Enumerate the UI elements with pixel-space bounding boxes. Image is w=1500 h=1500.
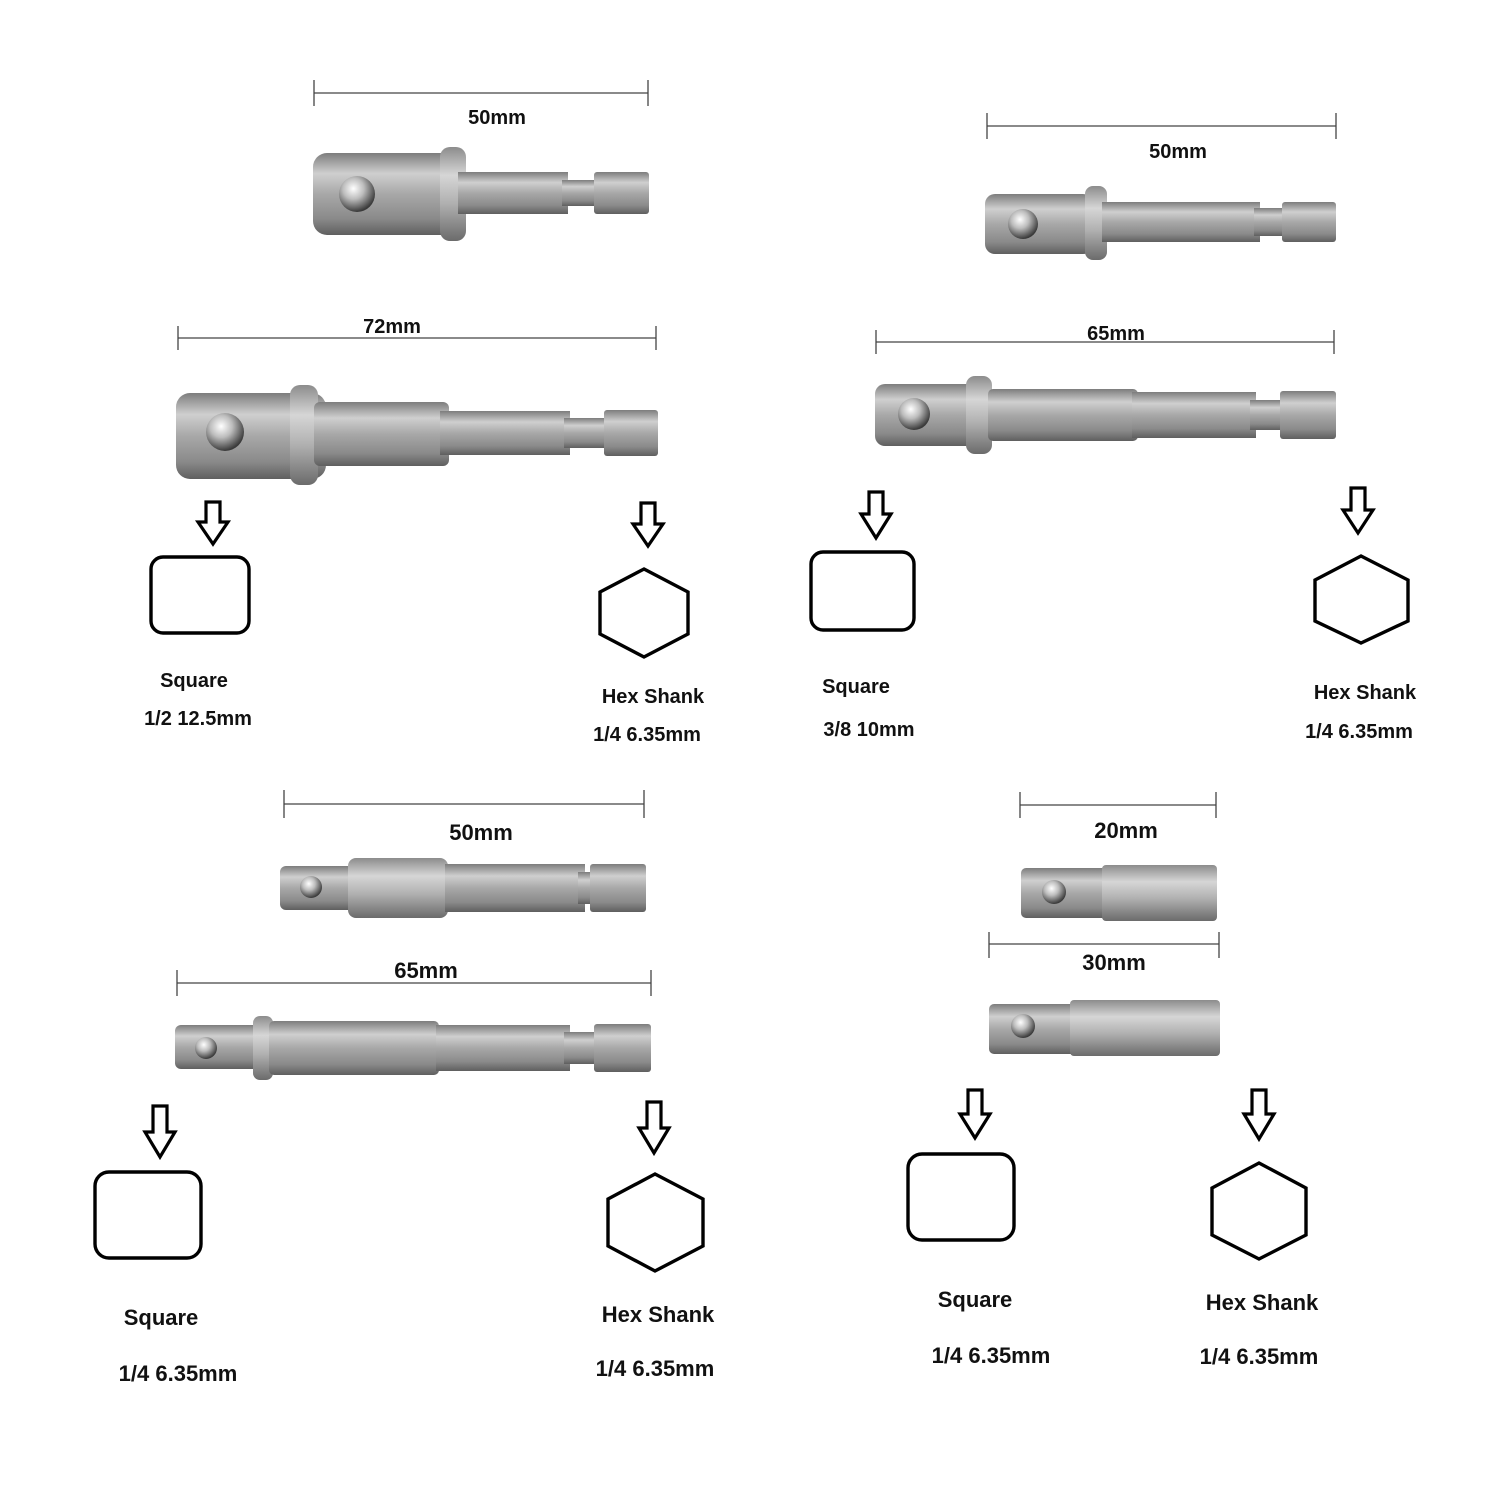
socket-adapter	[985, 186, 1336, 260]
length-label: 50mm	[468, 107, 526, 129]
panel-bottom-left: 50mm 65mm Squa	[93, 790, 715, 1386]
length-label: 65mm	[394, 958, 458, 983]
hex-label: Hex Shank	[602, 1302, 715, 1327]
detent-ball	[206, 413, 244, 451]
dimension-line	[1019, 792, 1217, 818]
detent-ball	[300, 876, 322, 898]
socket-adapter	[875, 376, 1336, 454]
detent-ball	[1008, 209, 1038, 239]
dimension-line	[176, 970, 652, 996]
hex-size: 1/4 6.35mm	[593, 724, 701, 746]
hex-label: Hex Shank	[602, 686, 705, 708]
arrow-down-icon	[636, 1100, 672, 1157]
arrow-down-icon	[629, 501, 667, 549]
arrow-down-icon	[1340, 486, 1376, 536]
square-size: 1/4 6.35mm	[119, 1361, 238, 1386]
hex-shank-profile	[1210, 1161, 1308, 1261]
panel-top-left: 50mm 72mm	[144, 80, 705, 746]
socket-adapter	[176, 385, 658, 485]
dimension-line	[875, 330, 1335, 354]
square-label: Square	[124, 1305, 199, 1330]
square-label: Square	[938, 1287, 1013, 1312]
length-label: 50mm	[1149, 141, 1207, 163]
square-drive-profile	[906, 1152, 1016, 1242]
hex-size: 1/4 6.35mm	[1305, 721, 1413, 743]
dimension-line	[988, 932, 1220, 958]
length-label: 50mm	[449, 820, 513, 845]
detent-ball	[1011, 1014, 1035, 1038]
square-drive-profile	[93, 1170, 203, 1260]
detent-ball	[898, 398, 930, 430]
socket-adapter	[280, 858, 646, 918]
square-size: 1/2 12.5mm	[144, 708, 252, 730]
length-label: 72mm	[363, 316, 421, 338]
arrow-down-icon	[957, 1088, 993, 1142]
hex-shank-profile	[1313, 554, 1410, 645]
length-label: 30mm	[1082, 950, 1146, 975]
hex-label: Hex Shank	[1314, 682, 1417, 704]
dimension-line	[283, 790, 645, 818]
arrow-down-icon	[142, 1104, 178, 1161]
detent-ball	[1042, 880, 1066, 904]
square-drive-profile	[809, 550, 916, 632]
dimension-line	[313, 80, 649, 106]
square-label: Square	[160, 670, 228, 692]
square-size: 3/8 10mm	[823, 719, 914, 741]
detent-ball	[195, 1037, 217, 1059]
hex-size: 1/4 6.35mm	[596, 1356, 715, 1381]
arrow-down-icon	[858, 490, 894, 542]
panel-bottom-right: 20mm 30mm Square 1/4 6.35mm Hex Shank 1/…	[906, 792, 1319, 1369]
hex-label: Hex Shank	[1206, 1290, 1319, 1315]
square-size: 1/4 6.35mm	[932, 1343, 1051, 1368]
detent-ball	[339, 176, 375, 212]
length-label: 20mm	[1094, 818, 1158, 843]
socket-adapter	[989, 1000, 1220, 1056]
square-drive-profile	[149, 555, 251, 635]
socket-adapter	[313, 147, 649, 241]
dimension-line	[177, 326, 657, 350]
hex-shank-profile	[606, 1172, 705, 1273]
arrow-down-icon	[194, 500, 232, 547]
socket-adapter	[1021, 865, 1217, 921]
arrow-down-icon	[1241, 1088, 1277, 1143]
hex-shank-profile	[598, 567, 690, 659]
square-label: Square	[822, 676, 890, 698]
length-label: 65mm	[1087, 323, 1145, 345]
socket-adapter	[175, 1016, 651, 1080]
dimension-line	[986, 113, 1337, 139]
panel-top-right: 50mm 65mm Squa	[809, 113, 1417, 743]
hex-size: 1/4 6.35mm	[1200, 1344, 1319, 1369]
